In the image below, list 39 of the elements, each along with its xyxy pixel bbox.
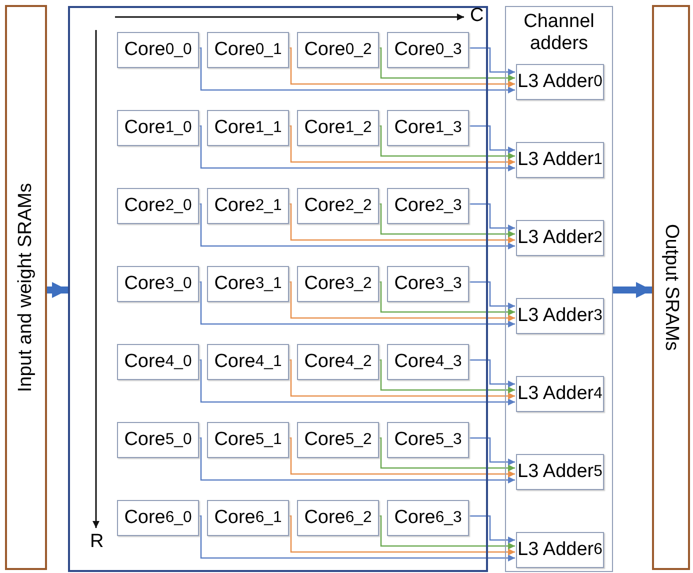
connector-arrow [377, 125, 515, 160]
connector-arrow [197, 359, 515, 406]
connector-arrow [287, 515, 515, 556]
connector-arrow [467, 359, 515, 388]
connector-arrow [377, 515, 515, 550]
block-label: Input and weight SRAMs [15, 182, 37, 392]
connector-arrow [377, 281, 515, 316]
memory-block [5, 5, 47, 570]
connector-arrow [377, 437, 515, 472]
panel-title: Channel adders [522, 11, 596, 55]
connector-arrow [287, 47, 515, 88]
block-label: Output SRAMs [660, 224, 682, 351]
connector-arrow [467, 125, 515, 154]
adder-panel [505, 6, 613, 572]
block-arrow [613, 282, 652, 298]
connector-arrow [377, 47, 515, 82]
connector-arrow [197, 437, 515, 484]
connector-arrow [467, 47, 515, 76]
axis-label: C [470, 5, 484, 27]
connector-arrow [197, 515, 515, 562]
memory-block [652, 5, 690, 570]
connector-arrow [287, 281, 515, 322]
connector-arrow [377, 359, 515, 394]
connector-arrow [197, 125, 515, 172]
connector-arrow [467, 515, 515, 544]
connector-arrow [197, 281, 515, 328]
core-array-panel [68, 6, 488, 572]
connector-arrow [197, 47, 515, 94]
connector-arrow [467, 203, 515, 232]
axis-label: R [90, 531, 104, 553]
connector-arrow [287, 203, 515, 244]
connector-arrow [197, 203, 515, 250]
connector-arrow [467, 437, 515, 466]
connector-arrow [287, 359, 515, 400]
connector-arrow [467, 281, 515, 310]
block-arrow [47, 282, 68, 298]
connector-arrow [287, 437, 515, 478]
connector-arrow [287, 125, 515, 166]
connector-arrow [377, 203, 515, 238]
